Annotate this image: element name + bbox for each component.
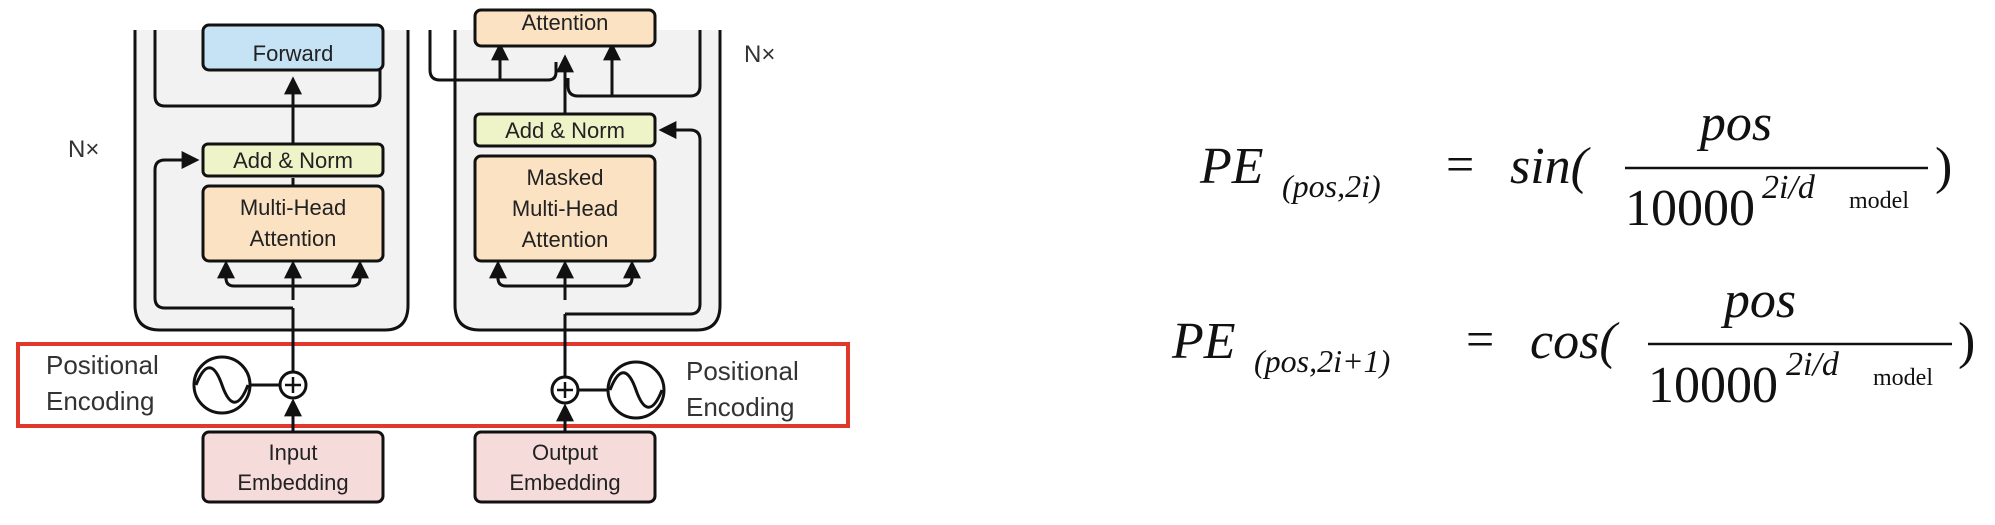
cos-lhs-subscript: (pos,2i+1) [1254,343,1390,379]
encoder-add-norm-block [201,142,385,178]
encoder-attention-line2: Attention [250,226,337,251]
encoder-ff-residual [153,30,382,108]
sin-lhs-subscript: (pos,2i) [1282,168,1381,204]
encoder-sine-wave-curve [194,366,250,404]
decoder-add-plus [557,382,573,398]
decoder-top-residual-left [428,30,558,82]
decoder-add-norm-label: Add & Norm [505,118,625,143]
encoder-attention-line1: Multi-Head [240,195,346,220]
decoder-sine-wave-curve [608,371,664,409]
sin-numerator: pos [1696,95,1772,152]
cos-base: 10000 [1648,357,1778,414]
cos-exponent: 2i/d [1786,346,1840,383]
input-embedding-line2: Embedding [237,470,348,495]
encoder-feed-forward-block [201,23,385,72]
decoder-masked-line3: Attention [522,227,609,252]
sin-base: 10000 [1625,180,1755,237]
decoder-repeat-label: N× [744,41,775,68]
pe-cos-formula: PE (pos,2i+1) = cos( pos 10000 2i/d mode… [1171,272,1975,414]
decoder-stack: Attention Add & Norm Masked Multi-Head A… [428,8,775,332]
cos-numerator: pos [1720,272,1796,329]
decoder-attention-top-block [473,8,657,48]
decoder-attention-top-label: Attention [522,10,609,35]
decoder-pe-label-line1: Positional [686,356,799,386]
cos-exponent-subscript: model [1873,365,1933,391]
encoder-stack: Forward Add & Norm Multi-Head Attention … [68,23,410,332]
pe-sin-formula: PE (pos,2i) = sin( pos 10000 2i/d model … [1199,95,1952,237]
decoder-attn-residual [565,121,702,316]
input-embedding-block [201,430,385,504]
sin-exponent-subscript: model [1849,188,1909,214]
positional-encoding-highlight [16,342,850,428]
decoder-top-residual-right [566,30,702,98]
decoder-pe-label-line2: Encoding [686,392,794,422]
decoder-positional-encoding: Positional Encoding [550,314,799,432]
encoder-repeat-label: N× [68,136,99,163]
sin-function: sin( [1510,138,1591,195]
output-embedding-block [473,430,657,504]
sin-equals: = [1446,136,1474,192]
input-embedding-line1: Input [269,440,318,465]
encoder-pe-label-line1: Positional [46,350,159,380]
cos-lhs: PE [1171,313,1236,370]
cos-function: cos( [1530,313,1619,370]
sin-close-paren: ) [1935,138,1952,195]
encoder-add-norm-label: Add & Norm [233,148,353,173]
output-embedding-line2: Embedding [509,470,620,495]
encoder-positional-encoding: Positional Encoding [46,308,308,432]
encoder-add-plus [285,377,301,393]
sin-exponent: 2i/d [1762,169,1816,206]
encoder-attn-residual [153,151,293,310]
decoder-masked-line1: Masked [526,165,603,190]
encoder-feed-forward-label: Forward [253,41,334,66]
output-embedding-line1: Output [532,440,598,465]
encoder-pe-label-line2: Encoding [46,386,154,416]
cos-close-paren: ) [1958,313,1975,370]
cos-equals: = [1466,311,1494,367]
decoder-add-norm-block [473,112,657,148]
decoder-masked-line2: Multi-Head [512,196,618,221]
sin-lhs: PE [1199,138,1264,195]
